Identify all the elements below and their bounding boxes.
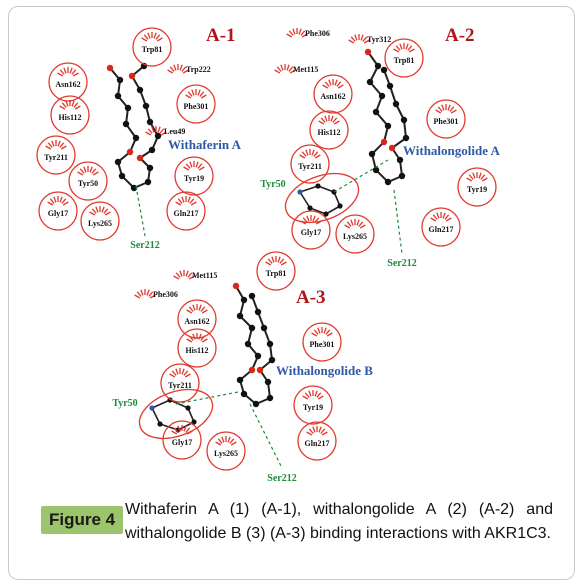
residue-ser212-a3: Ser212 xyxy=(267,473,296,484)
panel-label-a1: A-1 xyxy=(206,25,236,46)
figure-label: Figure 4 xyxy=(41,506,124,534)
hbond-residue-label: Tyr50 xyxy=(112,398,137,409)
residue-gly17-a1: Gly17 xyxy=(38,191,78,231)
residue-label: Asn162 xyxy=(320,92,345,101)
panel-label-a3: A-3 xyxy=(296,287,326,308)
ligand-name-a1: Withaferin A xyxy=(168,137,242,152)
residue-his112-a2: His112 xyxy=(309,110,349,150)
residue-label: Lys265 xyxy=(343,232,367,241)
residue-tyr312-a2: Tyr312 xyxy=(348,34,391,44)
residue-label: Trp81 xyxy=(142,45,163,54)
residue-trp222-a1: Trp222 xyxy=(167,64,211,74)
ligand-skeleton-a1 xyxy=(106,62,162,192)
caption-text: Withaferin A (1) (A-1), withalongolide A… xyxy=(125,501,553,542)
residue-markers: Trp81Asn162Trp222Phe301His112Leu49Tyr211… xyxy=(36,27,497,484)
residue-phe301-a2: Phe301 xyxy=(426,99,466,139)
residue-label: Met115 xyxy=(192,271,217,280)
residue-trp81-a1: Trp81 xyxy=(132,27,172,67)
ligand-skeleton-a2 xyxy=(364,48,410,186)
residue-gly17-a2: Gly17 xyxy=(291,210,331,250)
residue-trp81-a2: Trp81 xyxy=(384,38,424,78)
residue-label: Phe306 xyxy=(153,290,178,299)
ligand-name-a3: Withalongolide B xyxy=(276,363,373,378)
residue-label: Trp81 xyxy=(394,56,415,65)
residue-label: Lys265 xyxy=(214,449,238,458)
residue-his112-a1: His112 xyxy=(50,95,90,135)
residue-ring-a2 xyxy=(284,172,360,224)
residue-label: Tyr19 xyxy=(303,403,323,412)
panel-label-a2: A-2 xyxy=(445,25,475,46)
residue-lys265-a3: Lys265 xyxy=(206,431,246,471)
residue-label: Tyr19 xyxy=(184,174,204,183)
residue-ser212-a1: Ser212 xyxy=(130,240,159,251)
residue-tyr211-a1: Tyr211 xyxy=(36,135,76,175)
residue-phe301-a3: Phe301 xyxy=(302,322,342,362)
residue-tyr211-a3: Tyr211 xyxy=(160,363,200,403)
hbond-residue-label: Ser212 xyxy=(267,473,296,484)
residue-tyr50-a1: Tyr50 xyxy=(68,161,108,201)
residue-label: Phe306 xyxy=(305,29,330,38)
residue-trp81-a3: Trp81 xyxy=(256,251,296,291)
residue-label: Tyr312 xyxy=(367,35,391,44)
residue-asn162-a1: Asn162 xyxy=(48,62,88,102)
residue-label: Gly17 xyxy=(48,209,68,218)
hbond-residue-label: Tyr50 xyxy=(260,179,285,190)
residue-label: Tyr211 xyxy=(44,153,68,162)
residue-asn162-a3: Asn162 xyxy=(177,299,217,339)
residue-tyr19-a2: Tyr19 xyxy=(457,167,497,207)
residue-met115-a3: Met115 xyxy=(173,270,217,280)
figure-caption: Figure 4 Withaferin A (1) (A-1), withalo… xyxy=(29,500,559,570)
hbond-residue-label: Ser212 xyxy=(130,240,159,251)
residue-label: Tyr211 xyxy=(298,162,322,171)
residue-label: Asn162 xyxy=(184,317,209,326)
residue-lys265-a2: Lys265 xyxy=(335,214,375,254)
residue-tyr19-a1: Tyr19 xyxy=(174,156,214,196)
residue-gln217-a1: Gln217 xyxy=(166,191,206,231)
residue-label: Gly17 xyxy=(172,438,192,447)
residue-lys265-a1: Lys265 xyxy=(80,201,120,241)
residue-label: Gln217 xyxy=(174,209,199,218)
residue-label: Trp222 xyxy=(186,65,211,74)
residue-label: Tyr19 xyxy=(467,185,487,194)
residue-tyr19-a3: Tyr19 xyxy=(293,385,333,425)
residue-tyr50-a3: Tyr50 xyxy=(112,398,137,409)
residue-label: Leu49 xyxy=(164,127,185,136)
ligand-structures xyxy=(106,48,410,469)
residue-label: Met115 xyxy=(293,65,318,74)
residue-label: Phe301 xyxy=(434,117,459,126)
residue-label: Gln217 xyxy=(305,439,330,448)
residue-label: His112 xyxy=(317,128,340,137)
residue-label: Trp81 xyxy=(266,269,287,278)
hbond-residue-label: Ser212 xyxy=(387,258,416,269)
ligand-name-a2: Withalongolide A xyxy=(403,143,501,158)
ligand-skeleton-a3 xyxy=(232,282,276,408)
residue-label: Phe301 xyxy=(184,102,209,111)
residue-phe301-a1: Phe301 xyxy=(176,84,216,124)
residue-his112-a3: His112 xyxy=(177,328,217,368)
residue-label: His112 xyxy=(58,113,81,122)
residue-leu49-a1: Leu49 xyxy=(145,126,185,136)
residue-ser212-a2: Ser212 xyxy=(387,258,416,269)
residue-label: Gln217 xyxy=(429,225,454,234)
residue-gln217-a3: Gln217 xyxy=(297,421,337,461)
binding-diagram: Trp81Asn162Trp222Phe301His112Leu49Tyr211… xyxy=(36,25,501,484)
residue-asn162-a2: Asn162 xyxy=(313,74,353,114)
residue-phe306-a2: Phe306 xyxy=(286,28,330,38)
residue-label: Lys265 xyxy=(88,219,112,228)
residue-label: Tyr211 xyxy=(168,381,192,390)
figure-frame xyxy=(8,6,575,580)
residue-tyr50-a2: Tyr50 xyxy=(260,179,285,190)
hydrogen-bonds xyxy=(135,159,403,469)
residue-phe306-a3: Phe306 xyxy=(134,289,178,299)
residue-label: Gly17 xyxy=(301,228,321,237)
residue-gln217-a2: Gln217 xyxy=(421,207,461,247)
residue-tyr211-a2: Tyr211 xyxy=(290,144,330,184)
residue-label: Phe301 xyxy=(310,340,335,349)
residue-label: Asn162 xyxy=(55,80,80,89)
residue-gly17-a3: Gly17 xyxy=(162,420,202,460)
residue-met115-a2: Met115 xyxy=(274,64,318,74)
residue-label: His112 xyxy=(185,346,208,355)
residue-label: Tyr50 xyxy=(78,179,98,188)
